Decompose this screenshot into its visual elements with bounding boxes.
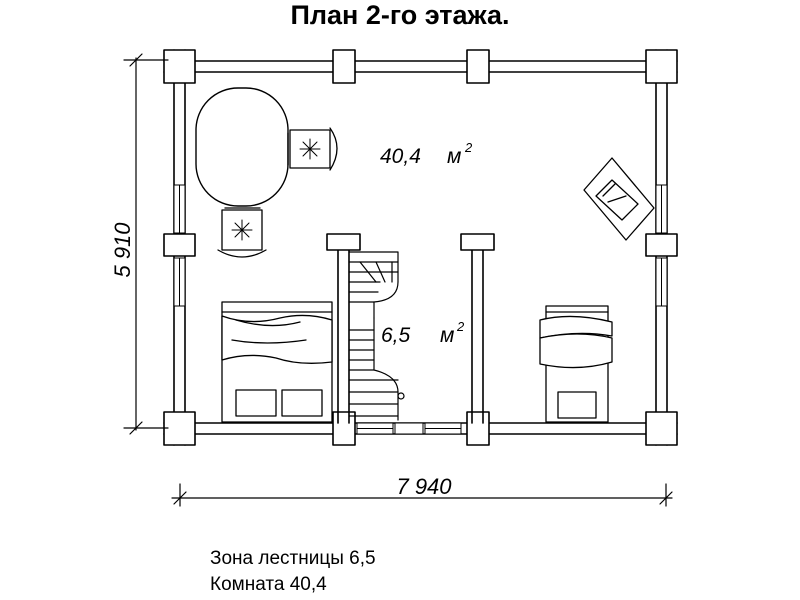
dimension-width <box>171 483 673 507</box>
windows <box>173 184 668 435</box>
legend-name: Зона лестницы <box>210 548 344 569</box>
staircase <box>348 251 405 421</box>
room-unit-stairs: м <box>440 324 454 347</box>
legend-value: 6,5 <box>349 548 376 569</box>
dimension-height <box>123 53 169 435</box>
dining-table <box>195 87 289 207</box>
legend-name: Комната <box>210 574 285 595</box>
legend-item-stairs: Зона лестницы 6,5 <box>210 546 376 572</box>
room-label-main: 40,4 м 2 <box>380 140 473 168</box>
chair-bottom <box>217 207 267 258</box>
room-unit-sup-main: 2 <box>464 140 473 155</box>
legend-item-room: Комната 40,4 <box>210 572 376 598</box>
area-legend: Зона лестницы 6,5 Комната 40,4 <box>210 546 376 598</box>
room-unit-sup-stairs: 2 <box>456 319 465 334</box>
stair-walls <box>326 233 495 424</box>
page-title: План 2-го этажа. <box>290 0 510 30</box>
desk <box>583 157 655 241</box>
height-dimension-label: 5 910 <box>110 222 135 278</box>
room-label-stairs: 6,5 м 2 <box>381 319 465 347</box>
chair-right <box>287 127 338 171</box>
double-bed <box>221 301 333 423</box>
legend-value: 40,4 <box>289 574 327 595</box>
room-area-stairs: 6,5 <box>381 324 411 347</box>
room-area-main: 40,4 <box>380 145 421 168</box>
single-bed <box>539 305 613 423</box>
room-unit-main: м <box>447 145 461 168</box>
width-dimension-label: 7 940 <box>396 474 452 499</box>
